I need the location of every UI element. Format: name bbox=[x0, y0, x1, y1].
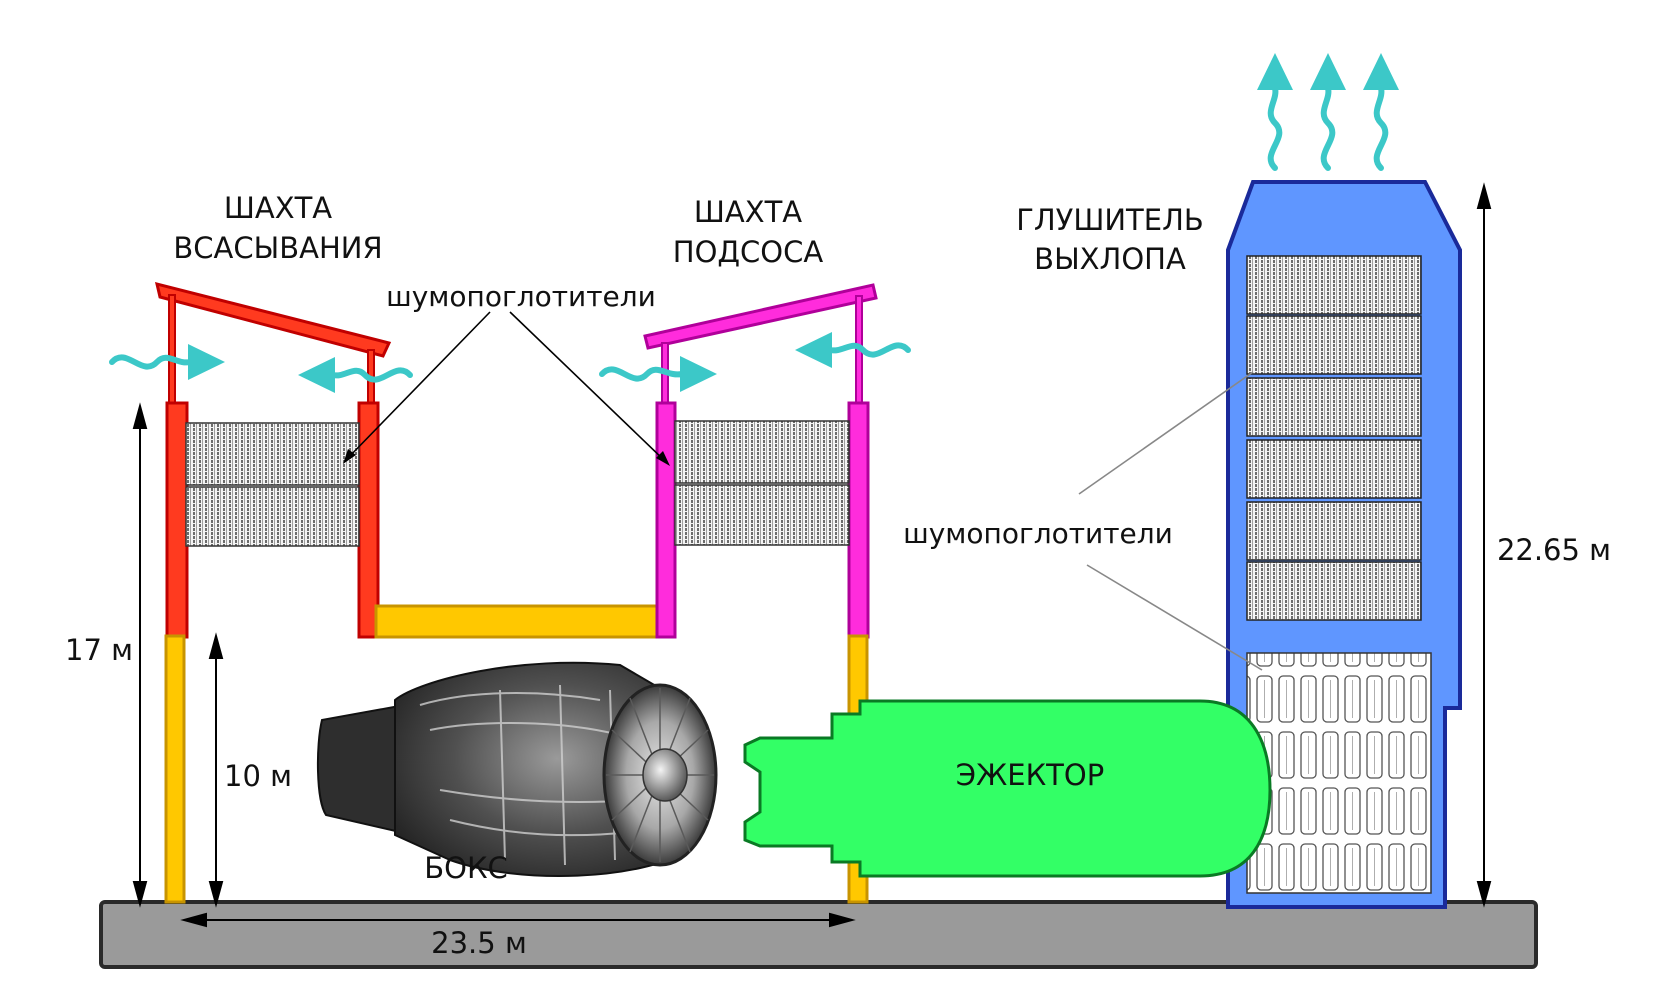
engine-spinner bbox=[642, 748, 688, 802]
dim-10-label: 10 м bbox=[224, 759, 292, 793]
pointer-heads bbox=[343, 449, 670, 466]
box-label: БОКС bbox=[424, 851, 508, 885]
intake-shaft-title-line1: ШАХТА bbox=[224, 191, 332, 225]
intake-silencer-block-2 bbox=[185, 486, 360, 547]
pointer-head-suction-icon bbox=[656, 451, 670, 466]
airflow-arrow-exhaust-1 bbox=[1267, 85, 1283, 171]
ejector-label: ЭЖЕКТОР bbox=[956, 758, 1104, 792]
airflow-head-exhaust-2-icon bbox=[1310, 53, 1346, 90]
suction-shaft-title-line2: ПОДСОСА bbox=[673, 235, 824, 269]
intake-shaft-roof bbox=[154, 281, 392, 358]
dim-23-5-arrow-right-icon bbox=[829, 912, 856, 928]
exhaust-silencer-title-line2: ВЫХЛОПА bbox=[1034, 242, 1186, 276]
airflow-head-exhaust-3-icon bbox=[1363, 53, 1399, 90]
suction-silencer-block-2 bbox=[674, 484, 850, 546]
exhaust-silencer bbox=[1226, 180, 1462, 909]
airflow-head-intake-in-icon bbox=[188, 344, 225, 380]
dim-17-arrow-bottom-icon bbox=[132, 881, 148, 908]
airflow-arrows bbox=[109, 85, 1389, 383]
intake-silencer-block-1 bbox=[185, 422, 360, 486]
exhaust-silencer-slat-4 bbox=[1246, 439, 1422, 499]
airflow-head-exhaust-1-icon bbox=[1257, 53, 1293, 90]
pointer-lines-right bbox=[1078, 371, 1263, 671]
airflow-arrow-exhaust-3 bbox=[1373, 85, 1389, 171]
airflow-arrow-heads bbox=[188, 53, 1399, 393]
intake-shaft bbox=[154, 281, 392, 904]
airflow-head-suction-in-icon bbox=[680, 356, 717, 392]
dim-23-5-label: 23.5 м bbox=[431, 926, 527, 960]
ejector bbox=[743, 699, 1272, 878]
airflow-arrow-suction-out bbox=[827, 342, 911, 358]
intake-shaft-pillar-yellow bbox=[164, 634, 186, 904]
pointer-line-exhaust-upper bbox=[1078, 371, 1254, 495]
pointer-line-exhaust-lower bbox=[1086, 564, 1263, 671]
dim-17-arrow-top-icon bbox=[132, 402, 148, 429]
dim-22-65-arrow-bottom-icon bbox=[1476, 881, 1492, 908]
suction-silencers bbox=[674, 420, 850, 546]
dim-17-label: 17 м bbox=[65, 633, 133, 667]
suction-shaft-wall-left bbox=[655, 401, 677, 639]
exhaust-silencer-cells bbox=[1246, 652, 1432, 894]
engine-pipes bbox=[419, 684, 651, 866]
suction-shaft-wall-right bbox=[847, 401, 870, 639]
shaft-connector-duct bbox=[374, 604, 660, 639]
pointer-line-suction bbox=[509, 311, 667, 463]
intake-shaft-wall-left bbox=[165, 401, 189, 639]
dim-23-5-arrow-left-icon bbox=[180, 912, 207, 928]
ground-slab bbox=[99, 900, 1538, 969]
airflow-head-suction-out-icon bbox=[795, 332, 832, 368]
exhaust-silencer-slat-3 bbox=[1246, 377, 1422, 437]
airflow-arrow-intake-in bbox=[109, 354, 193, 370]
airflow-arrow-suction-in bbox=[599, 366, 685, 382]
silencers-label-right: шумопоглотители bbox=[903, 517, 1173, 550]
suction-shaft-roof bbox=[643, 283, 878, 350]
airflow-arrow-intake-out bbox=[330, 367, 413, 383]
exhaust-silencer-slat-2 bbox=[1246, 315, 1422, 375]
exhaust-silencer-slat-5 bbox=[1246, 501, 1422, 561]
dimension-lines bbox=[132, 182, 1492, 928]
engine-nozzle bbox=[316, 703, 407, 834]
dim-10-arrow-bottom-icon bbox=[208, 881, 224, 908]
exhaust-silencer-slat-1 bbox=[1246, 255, 1422, 315]
intake-shaft-wall-right bbox=[357, 401, 380, 639]
pointer-lines bbox=[345, 311, 667, 463]
intake-shaft-title-line2: ВСАСЫВАНИЯ bbox=[173, 231, 382, 265]
pointer-head-intake-icon bbox=[343, 449, 356, 464]
ejector-body bbox=[743, 699, 1272, 878]
suction-silencer-block-1 bbox=[674, 420, 850, 484]
airflow-arrow-exhaust-2 bbox=[1320, 85, 1336, 171]
silencers-label-top: шумопоглотители bbox=[386, 280, 656, 313]
intake-silencers bbox=[185, 422, 360, 547]
pointer-line-intake bbox=[345, 311, 491, 461]
exhaust-silencer-title-line1: ГЛУШИТЕЛЬ bbox=[1016, 203, 1204, 237]
dim-22-65-arrow-top-icon bbox=[1476, 182, 1492, 209]
intake-shaft-upper-wall-left bbox=[168, 294, 176, 406]
exhaust-silencer-slat-6 bbox=[1246, 561, 1422, 621]
dim-10-arrow-top-icon bbox=[208, 632, 224, 659]
suction-shaft-title-line1: ШАХТА bbox=[694, 195, 802, 229]
jet-engine bbox=[316, 661, 718, 878]
dim-22-65-label: 22.65 м bbox=[1497, 533, 1611, 567]
airflow-head-intake-out-icon bbox=[298, 357, 335, 393]
